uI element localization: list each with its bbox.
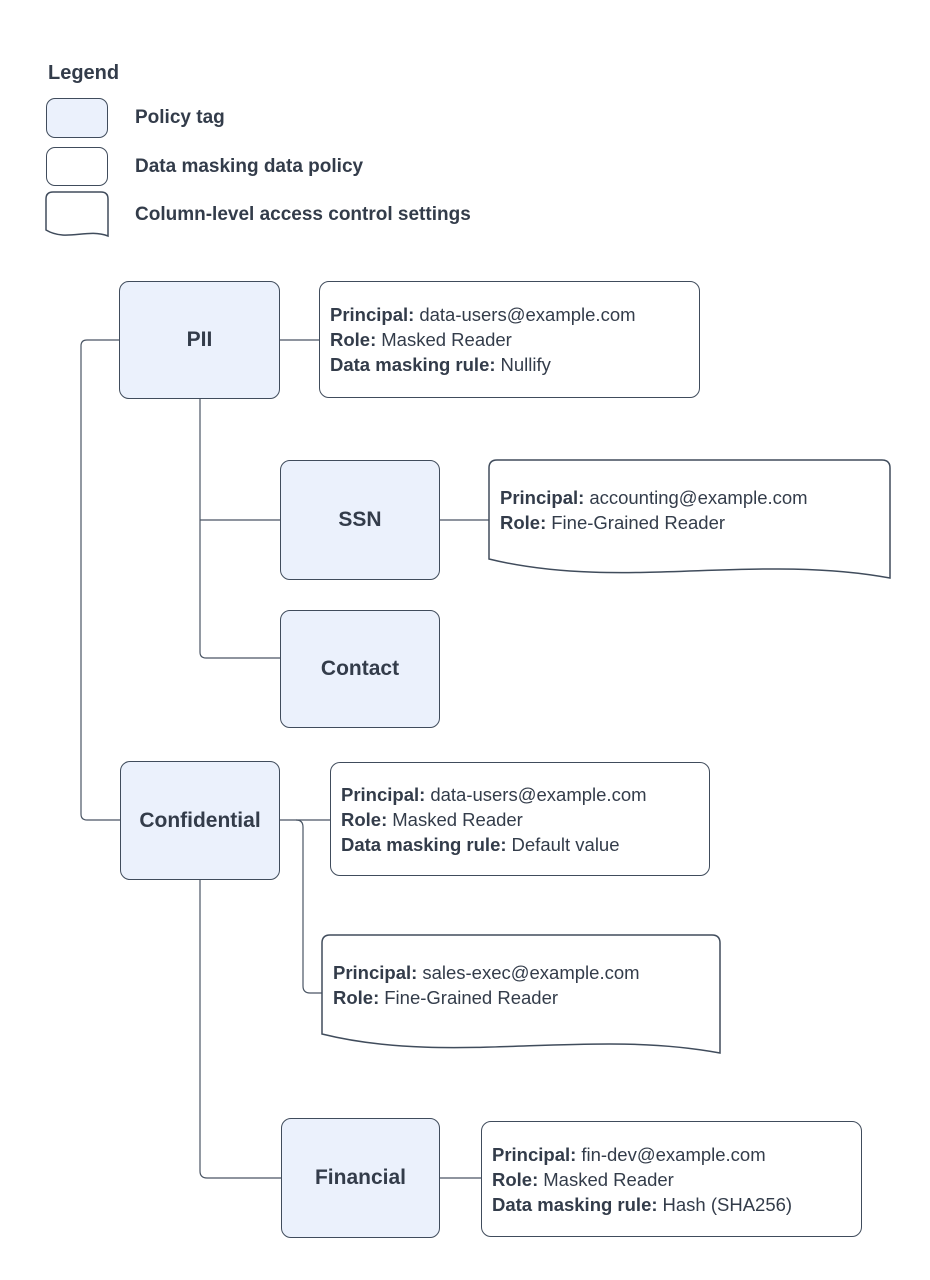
edge-pii-to-contact [199, 399, 280, 659]
field-value: Fine-Grained Reader [551, 512, 726, 533]
field-label: Role: [333, 987, 380, 1008]
policy-tag-contact: Contact [280, 610, 440, 728]
policy-line: Data masking rule:Hash (SHA256) [492, 1192, 851, 1217]
policy-line: Principal:accounting@example.com [500, 485, 879, 510]
column-access-swatch [45, 191, 109, 238]
document-shape [321, 934, 721, 1054]
field-label: Principal: [500, 487, 585, 508]
field-label: Data masking rule: [330, 354, 496, 375]
legend-title: Legend [48, 62, 120, 84]
field-label: Role: [341, 808, 388, 830]
field-value: Fine-Grained Reader [384, 987, 559, 1008]
document-shape-icon [45, 191, 109, 238]
field-label: Data masking rule: [341, 833, 507, 855]
field-value: fin-dev@example.com [581, 1143, 766, 1165]
field-value: accounting@example.com [589, 487, 808, 508]
field-label: Role: [330, 329, 377, 350]
data-masking-policy-confidential: Principal:data-users@example.com Role:Ma… [330, 762, 710, 876]
field-label: Role: [500, 512, 547, 533]
access-settings-text: Principal:sales-exec@example.com Role:Fi… [322, 935, 720, 1035]
edge-confidential-to-financial [199, 880, 281, 1179]
policy-line: Principal:sales-exec@example.com [333, 960, 709, 985]
policy-line: Role:Fine-Grained Reader [500, 510, 879, 535]
edge-confidential-to-access-settings [295, 819, 322, 994]
field-label: Principal: [333, 962, 418, 983]
policy-line: Principal:data-users@example.com [341, 782, 699, 807]
policy-tag-label: PII [186, 328, 213, 351]
field-label: Principal: [330, 304, 415, 325]
data-masking-policy-financial: Principal:fin-dev@example.com Role:Maske… [481, 1121, 862, 1237]
data-masking-policy-swatch [46, 147, 108, 186]
field-value: data-users@example.com [430, 783, 647, 805]
field-value: data-users@example.com [419, 304, 636, 325]
field-value: Masked Reader [381, 329, 512, 350]
field-value: sales-exec@example.com [422, 962, 640, 983]
legend-item-label: Data masking data policy [135, 155, 364, 177]
access-settings-text: Principal:accounting@example.com Role:Fi… [489, 460, 890, 560]
policy-line: Principal:fin-dev@example.com [492, 1142, 851, 1167]
document-shape [488, 459, 891, 579]
data-masking-policy-pii: Principal:data-users@example.com Role:Ma… [319, 281, 700, 398]
policy-line: Data masking rule:Nullify [330, 352, 689, 377]
field-label: Principal: [492, 1143, 577, 1165]
policy-tag-label: Contact [320, 657, 400, 680]
policy-line: Role:Fine-Grained Reader [333, 985, 709, 1010]
legend-item-column-access: Column-level access control settings [45, 191, 471, 238]
legend-item-label: Policy tag [135, 107, 225, 128]
policy-line: Data masking rule:Default value [341, 832, 699, 857]
policy-tag-label: Financial [314, 1166, 407, 1189]
legend-item-label: Column-level access control settings [135, 204, 471, 225]
policy-line: Role:Masked Reader [492, 1167, 851, 1192]
field-value: Masked Reader [543, 1168, 674, 1190]
policy-tag-pii: PII [119, 281, 280, 399]
field-value: Default value [511, 833, 620, 855]
field-value: Masked Reader [392, 808, 523, 830]
policy-tag-swatch [46, 98, 108, 138]
policy-line: Role:Masked Reader [341, 807, 699, 832]
policy-line: Role:Masked Reader [330, 327, 689, 352]
field-value: Nullify [500, 354, 551, 375]
field-label: Principal: [341, 783, 426, 805]
policy-tag-label: SSN [338, 508, 382, 531]
policy-tag-label: Confidential [139, 808, 261, 832]
policy-tag-ssn: SSN [280, 460, 440, 580]
policy-line: Principal:data-users@example.com [330, 302, 689, 327]
policy-tag-confidential: Confidential [120, 761, 280, 880]
legend-item-data-masking-policy: Data masking data policy [46, 147, 363, 186]
edge-pii-to-confidential [80, 339, 120, 821]
access-settings-confidential: Principal:sales-exec@example.com Role:Fi… [321, 934, 721, 1055]
legend-item-policy-tag: Policy tag [46, 98, 225, 138]
field-label: Role: [492, 1168, 539, 1190]
field-value: Hash (SHA256) [662, 1193, 793, 1215]
field-label: Data masking rule: [492, 1193, 658, 1215]
policy-tag-financial: Financial [281, 1118, 440, 1238]
access-settings-ssn: Principal:accounting@example.com Role:Fi… [488, 459, 891, 580]
